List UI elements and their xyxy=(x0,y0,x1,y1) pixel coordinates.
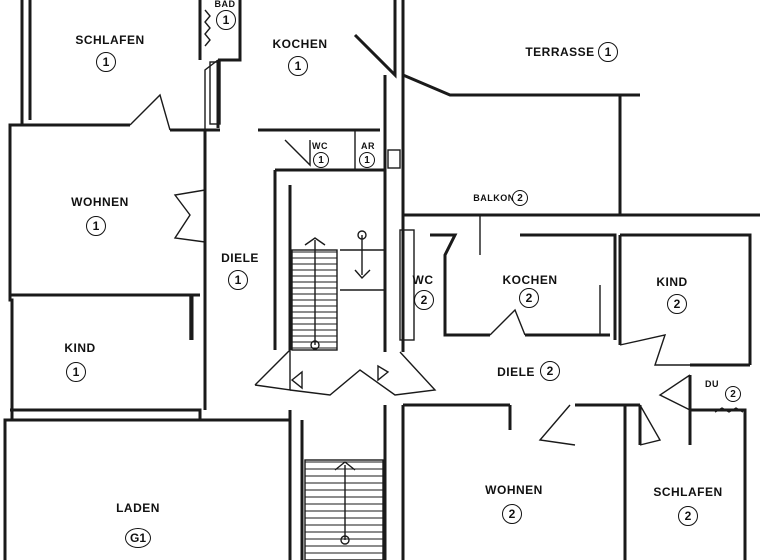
room-label-wohnen-1: WOHNEN xyxy=(71,195,129,209)
unit-badge-wohnen-2: 2 xyxy=(502,504,522,524)
unit-badge-kochen-1: 1 xyxy=(288,56,308,76)
room-label-schlafen-2: SCHLAFEN xyxy=(653,485,723,499)
staircase xyxy=(290,230,390,560)
unit-badge-wohnen-1: 1 xyxy=(86,216,106,236)
room-label-kochen-2: KOCHEN xyxy=(502,273,558,287)
unit-badge-wc-2: 2 xyxy=(414,290,434,310)
unit-badge-du-2: 2 xyxy=(725,386,741,402)
room-label-wc-2: WC xyxy=(412,273,434,287)
room-label-diele-2: DIELE xyxy=(497,365,535,379)
unit-badge-terrasse-1: 1 xyxy=(598,42,618,62)
unit-badge-diele-2: 2 xyxy=(540,361,560,381)
room-label-wc-1: WC xyxy=(312,141,328,151)
room-label-laden-g1: LADEN xyxy=(116,501,160,515)
room-label-kind-1: KIND xyxy=(64,341,96,355)
room-label-diele-1: DIELE xyxy=(221,251,259,265)
unit-badge-balkon-2: 2 xyxy=(512,190,528,206)
unit-badge-wc-1: 1 xyxy=(313,152,329,168)
unit-badge-ar-1: 1 xyxy=(359,152,375,168)
decorative-hatching xyxy=(204,9,744,413)
room-label-kochen-1: KOCHEN xyxy=(272,37,328,51)
unit-badge-kochen-2: 2 xyxy=(519,288,539,308)
room-label-kind-2: KIND xyxy=(656,275,688,289)
unit-badge-laden-g1: G1 xyxy=(125,528,151,548)
room-label-du-2: DU xyxy=(705,379,719,389)
room-label-schlafen-1: SCHLAFEN xyxy=(75,33,145,47)
room-label-wohnen-2: WOHNEN xyxy=(485,483,543,497)
door-swings xyxy=(129,59,691,446)
unit-badge-kind-1: 1 xyxy=(66,362,86,382)
room-label-bad-1: BAD xyxy=(214,0,236,9)
unit-badge-schlafen-2: 2 xyxy=(678,506,698,526)
room-label-balkon-2: BALKON xyxy=(473,193,515,203)
unit-badge-kind-2: 2 xyxy=(667,294,687,314)
room-label-ar-1: AR xyxy=(361,141,375,151)
walls xyxy=(3,0,760,560)
unit-badge-schlafen-1: 1 xyxy=(96,52,116,72)
unit-badge-diele-1: 1 xyxy=(228,270,248,290)
unit-badge-bad-1: 1 xyxy=(216,10,236,30)
room-label-terrasse-1: TERRASSE xyxy=(525,45,595,59)
